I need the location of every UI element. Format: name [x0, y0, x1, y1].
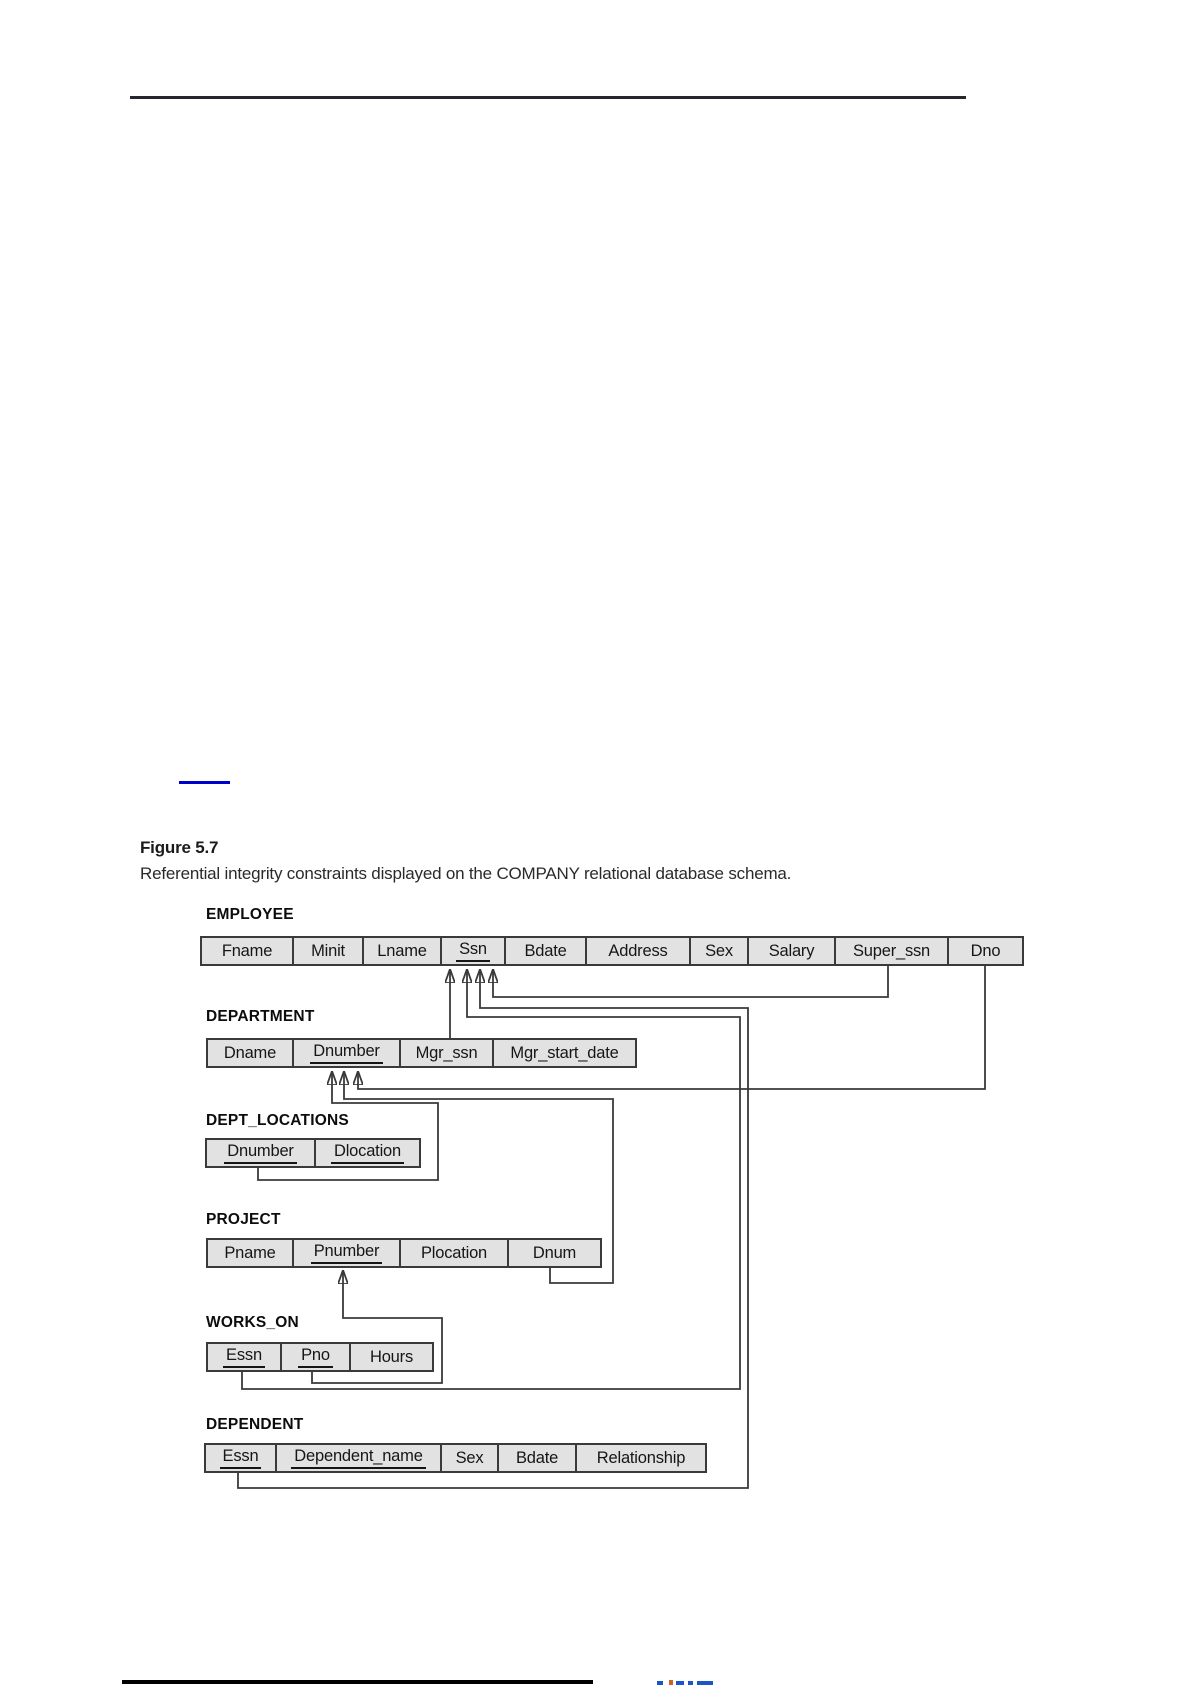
attribute-cell-mgr_ssn: Mgr_ssn: [399, 1040, 492, 1066]
attribute-label: Dno: [970, 941, 1001, 960]
key-attribute-label: Dependent_name: [291, 1447, 426, 1469]
attribute-cell-plocation: Plocation: [399, 1240, 507, 1266]
table-name-department: DEPARTMENT: [206, 1008, 315, 1025]
table-name-project: PROJECT: [206, 1211, 281, 1228]
attribute-cell-hours: Hours: [349, 1344, 432, 1370]
attribute-label: Dname: [223, 1043, 277, 1062]
attribute-label: Lname: [377, 941, 427, 960]
footer-link-fragment[interactable]: [688, 1681, 693, 1685]
table-name-employee: EMPLOYEE: [206, 906, 294, 923]
attribute-cell-dno: Dno: [947, 938, 1022, 964]
attribute-cell-salary: Salary: [747, 938, 834, 964]
key-attribute-label: Essn: [219, 1447, 262, 1469]
attribute-cell-lname: Lname: [362, 938, 440, 964]
attribute-cell-minit: Minit: [292, 938, 362, 964]
attribute-cell-essn: Essn: [208, 1344, 280, 1370]
attribute-cell-dependent_name: Dependent_name: [275, 1445, 440, 1471]
attribute-label: Hours: [369, 1347, 413, 1366]
attribute-cell-fname: Fname: [202, 938, 292, 964]
key-attribute-label: Dlocation: [331, 1142, 404, 1164]
key-attribute-label: Essn: [223, 1346, 265, 1368]
table-dependent: Essn Dependent_name Sex Bdate Relationship: [204, 1443, 707, 1473]
attribute-cell-essn: Essn: [206, 1445, 275, 1471]
attribute-cell-dnumber: Dnumber: [292, 1040, 399, 1066]
key-attribute-label: Pnumber: [310, 1242, 383, 1264]
attribute-label: Address: [608, 941, 668, 960]
attribute-cell-sex: Sex: [689, 938, 747, 964]
attribute-label: Fname: [221, 941, 273, 960]
fk-arrow-super-ssn-to-ssn: [493, 966, 889, 998]
key-attribute-label: Pno: [298, 1346, 333, 1368]
table-name-works_on: WORKS_ON: [206, 1314, 299, 1331]
table-employee: Fname Minit Lname Ssn Bdate Address Sex Salary S…: [200, 936, 1024, 966]
attribute-label: Bdate: [524, 941, 567, 960]
attribute-cell-dnum: Dnum: [507, 1240, 600, 1266]
attribute-cell-bdate: Bdate: [504, 938, 585, 964]
attribute-cell-relationship: Relationship: [575, 1445, 705, 1471]
attribute-label: Pname: [224, 1243, 276, 1262]
attribute-label: Sex: [455, 1448, 484, 1467]
table-department: Dname Dnumber Mgr_ssn Mgr_start_date: [206, 1038, 637, 1068]
figure-caption: Referential integrity constraints displa…: [140, 864, 792, 883]
attribute-cell-dlocation: Dlocation: [314, 1140, 419, 1166]
footer-link-fragment[interactable]: [669, 1680, 673, 1685]
attribute-label: Plocation: [420, 1243, 488, 1262]
figure-label: Figure 5.7: [140, 838, 219, 857]
table-name-dependent: DEPENDENT: [206, 1416, 304, 1433]
attribute-label: Salary: [768, 941, 815, 960]
key-attribute-label: Ssn: [456, 940, 490, 962]
table-name-dept_locations: DEPT_LOCATIONS: [206, 1112, 349, 1129]
fk-arrow-works-on-essn-to-ssn: [241, 970, 741, 1390]
footer-link-fragment[interactable]: [697, 1681, 713, 1685]
attribute-cell-pno: Pno: [280, 1344, 349, 1370]
key-attribute-label: Dnumber: [310, 1042, 383, 1064]
attribute-cell-pnumber: Pnumber: [292, 1240, 399, 1266]
attribute-label: Super_ssn: [852, 941, 931, 960]
footer-link-fragment[interactable]: [676, 1681, 684, 1685]
fk-arrow-dno-to-dnumber: [358, 966, 986, 1090]
attribute-cell-pname: Pname: [208, 1240, 292, 1266]
attribute-label: Relationship: [596, 1448, 686, 1467]
page-footer-rule: [122, 1680, 593, 1684]
table-dept_locations: Dnumber Dlocation: [205, 1138, 421, 1168]
attribute-cell-bdate: Bdate: [497, 1445, 575, 1471]
page-header-rule: [130, 96, 966, 99]
table-works_on: Essn Pno Hours: [206, 1342, 434, 1372]
attribute-label: Dnum: [532, 1243, 577, 1262]
footer-link-fragment[interactable]: [657, 1681, 663, 1685]
attribute-label: Minit: [311, 941, 345, 960]
attribute-cell-dname: Dname: [208, 1040, 292, 1066]
attribute-cell-dnumber: Dnumber: [207, 1140, 314, 1166]
attribute-cell-super_ssn: Super_ssn: [834, 938, 947, 964]
hyperlink-underline[interactable]: [179, 781, 230, 784]
attribute-cell-ssn: Ssn: [440, 938, 504, 964]
attribute-label: Mgr_start_date: [510, 1043, 619, 1062]
attribute-cell-address: Address: [585, 938, 689, 964]
attribute-cell-mgr_start_date: Mgr_start_date: [492, 1040, 635, 1066]
attribute-label: Bdate: [515, 1448, 559, 1467]
attribute-label: Mgr_ssn: [415, 1043, 478, 1062]
attribute-label: Sex: [705, 941, 733, 960]
attribute-cell-sex: Sex: [440, 1445, 497, 1471]
key-attribute-label: Dnumber: [224, 1142, 297, 1164]
table-project: Pname Pnumber Plocation Dnum: [206, 1238, 602, 1268]
